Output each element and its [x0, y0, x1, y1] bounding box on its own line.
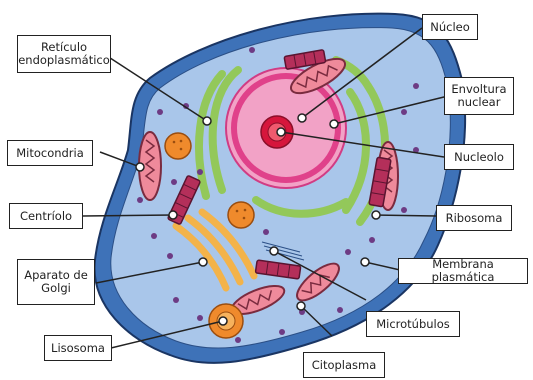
label-nucleolo: Nucleolo: [444, 144, 514, 170]
label-mitocondria: Mitocondria: [7, 140, 93, 166]
label-envoltura-nuclear: Envoltura nuclear: [444, 77, 514, 115]
label-citoplasma: Citoplasma: [303, 352, 385, 378]
label-ribosoma: Ribosoma: [436, 205, 512, 231]
label-microtubulos: Microtúbulos: [366, 311, 460, 337]
label-reticulo-endoplasmatico: Retículo endoplasmático: [17, 35, 111, 73]
label-membrana-plasmatica: Membrana plasmática: [398, 258, 528, 284]
label-centriolo: Centríolo: [9, 203, 83, 229]
vesicle-center: [228, 202, 254, 228]
label-nucleo: Núcleo: [422, 14, 478, 40]
label-aparato-de-golgi: Aparato de Golgi: [17, 259, 95, 305]
label-lisosoma: Lisosoma: [44, 335, 112, 361]
vesicle-left: [165, 133, 191, 159]
